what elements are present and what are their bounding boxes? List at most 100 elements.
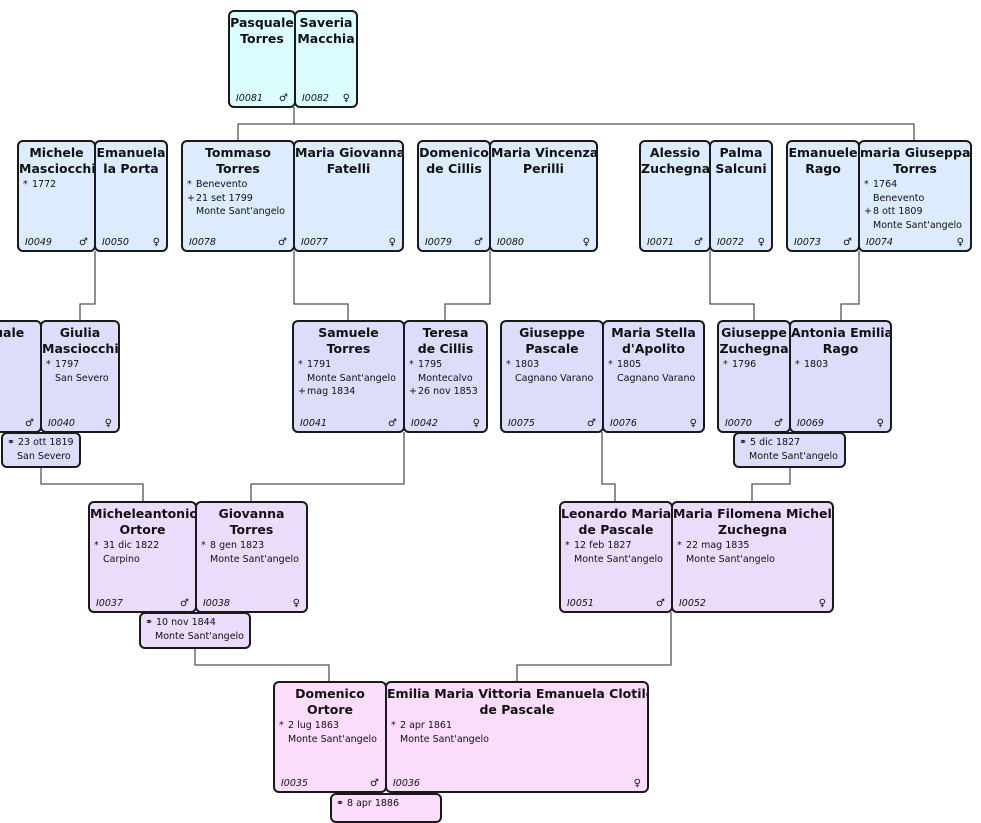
marriage-rings-icon: ⚭ <box>145 617 153 628</box>
person-id: I0037 <box>96 598 123 609</box>
birth-fact: *1764 <box>864 178 970 192</box>
person-id: I0078 <box>189 237 216 248</box>
name-line: Torres <box>229 522 274 537</box>
name-line: Torres <box>240 31 284 46</box>
name-line: Domenico <box>295 686 365 701</box>
birth-fact: *2 lug 1863 <box>279 719 385 733</box>
marriage-place: Monte Sant'angelo <box>155 631 244 642</box>
connector <box>294 123 915 140</box>
name-line: Pasquale <box>230 15 294 30</box>
name-line: de Pascale <box>578 522 654 537</box>
person-id: I0036 <box>393 778 420 789</box>
fact-place: Montecalvo <box>418 372 473 384</box>
marriage-date: 10 nov 1844 <box>156 617 216 628</box>
fact-place: Monte Sant'angelo <box>400 733 489 745</box>
person-id: I0082 <box>302 93 329 104</box>
birth-fact: *1803 <box>506 358 602 372</box>
birth-fact: *2 apr 1861 <box>391 719 647 733</box>
fact-place: Monte Sant'angelo <box>574 553 663 565</box>
birth-fact: *1791 <box>298 358 403 372</box>
name-line: Emilia Maria Vittoria Emanuela Clotilde <box>387 686 649 701</box>
card-footer: I0072♀ <box>717 237 765 248</box>
person-facts: *1772 <box>19 178 94 192</box>
name-line: de Pascale <box>479 702 555 717</box>
person-id: I0079 <box>425 237 452 248</box>
connector <box>444 251 491 320</box>
male-icon: ♂ <box>370 778 379 789</box>
marriage-rings-icon: ⚭ <box>336 798 344 809</box>
fact-place: Benevento <box>873 192 925 204</box>
female-icon: ♀ <box>104 418 112 429</box>
card-footer: I0041♂ <box>300 418 397 429</box>
name-line: la Porta <box>103 161 159 176</box>
marriage-date: 5 dic 1827 <box>750 437 801 448</box>
fact-place: Cagnano Varano <box>617 372 696 384</box>
name-line: maria Giuseppa <box>860 145 971 160</box>
name-line: Teresa <box>422 325 469 340</box>
person-id: I0049 <box>25 237 52 248</box>
connector <box>237 107 295 140</box>
card-footer: I0075♂ <box>508 418 596 429</box>
fact-date: 8 ott 1809 <box>873 206 923 217</box>
death-icon: + <box>187 192 195 204</box>
name-line: Macchia <box>297 31 355 46</box>
female-icon: ♀ <box>689 418 697 429</box>
card-footer: I0070♂ <box>725 418 783 429</box>
birth-fact: *1795 <box>409 358 486 372</box>
male-icon: ♂ <box>774 418 783 429</box>
marriage-date-row: ⚭ 5 dic 1827 <box>739 436 840 450</box>
birth-icon: * <box>201 540 206 551</box>
connector <box>709 251 755 320</box>
name-line: Michele <box>29 145 84 160</box>
marriage-date: 8 apr 1886 <box>347 798 400 809</box>
person-card[interactable]: squale♂ <box>0 320 42 433</box>
marriage-card[interactable]: ⚭ 8 apr 1886 <box>330 793 442 823</box>
name-line: Domenico <box>419 145 489 160</box>
fact-date: 1803 <box>515 359 540 370</box>
person-id: I0081 <box>236 93 263 104</box>
fact-date: 8 gen 1823 <box>210 540 265 551</box>
name-line: Alessio <box>649 145 701 160</box>
birth-icon: * <box>298 359 303 370</box>
